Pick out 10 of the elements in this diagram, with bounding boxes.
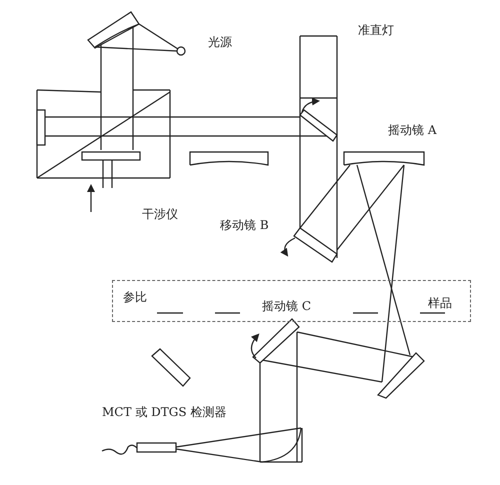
component-label: 光源 [208, 34, 232, 51]
dashed-region-box [112, 280, 471, 322]
component-label: 移动镜 B [220, 217, 269, 234]
component-label: 干涉仪 [142, 206, 178, 223]
component-label: 准直灯 [358, 22, 394, 39]
component-label: 摇动镜 A [388, 122, 436, 139]
region-label: 样品 [428, 295, 452, 312]
component-label: MCT 或 DTGS 检测器 [102, 404, 226, 421]
region-label: 参比 [123, 289, 147, 306]
component-label: 摇动镜 C [262, 298, 311, 315]
